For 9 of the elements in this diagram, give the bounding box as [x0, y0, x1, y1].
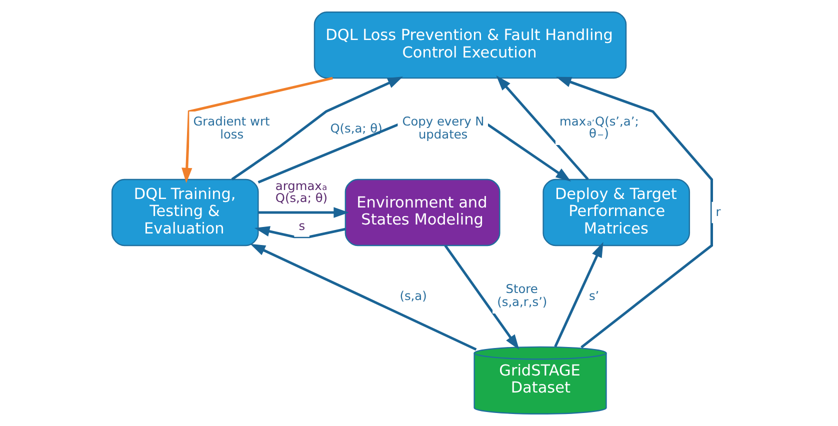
edge-label: s	[298, 218, 306, 233]
edge-label: Store (s,a,r,s’)	[497, 282, 548, 309]
edge-label: maxa’Q(s’,a’; θ−)	[560, 114, 639, 141]
edge-label: (s,a)	[400, 288, 427, 303]
edge-label: r	[716, 205, 721, 220]
edge-label: s’	[588, 288, 600, 303]
edge-label: Copy every N updates	[402, 114, 484, 142]
edge-label: argmaxa Q(s,a; θ)	[275, 178, 328, 205]
edge-label: Gradient wrt loss	[193, 114, 270, 142]
